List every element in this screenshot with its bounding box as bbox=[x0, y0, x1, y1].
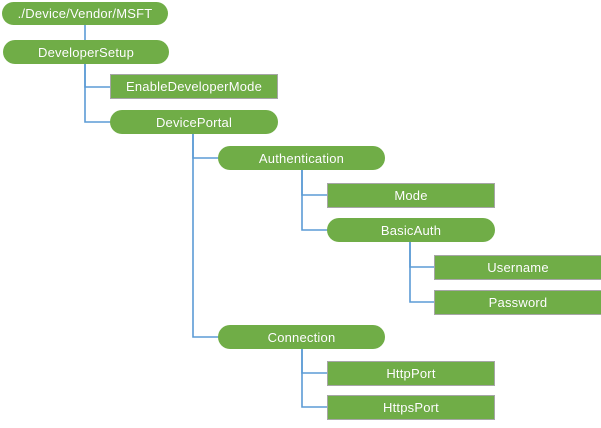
connector-authentication-to-mode bbox=[301, 169, 328, 196]
node-connection[interactable]: Connection bbox=[218, 325, 385, 349]
node-label-connection: Connection bbox=[267, 329, 336, 345]
node-authentication[interactable]: Authentication bbox=[218, 146, 385, 170]
connector-authentication-to-basicauth bbox=[301, 169, 328, 231]
connector-deviceportal-to-connection bbox=[192, 133, 219, 338]
node-label-authentication: Authentication bbox=[258, 150, 345, 166]
node-password[interactable]: Password bbox=[434, 290, 601, 315]
node-username[interactable]: Username bbox=[434, 255, 601, 280]
node-label-password: Password bbox=[488, 295, 548, 310]
node-label-mode: Mode bbox=[394, 188, 428, 203]
node-label-httpsport: HttpsPort bbox=[383, 400, 439, 415]
node-label-httpport: HttpPort bbox=[386, 366, 436, 381]
node-httpsport[interactable]: HttpsPort bbox=[327, 395, 495, 420]
node-label-root: ./Device/Vendor/MSFT bbox=[17, 6, 153, 21]
connector-deviceportal-to-authentication bbox=[192, 133, 219, 159]
node-label-deviceportal: DevicePortal bbox=[155, 114, 233, 130]
node-developersetup[interactable]: DeveloperSetup bbox=[3, 40, 169, 64]
node-enabledevelopermode[interactable]: EnableDeveloperMode bbox=[110, 74, 278, 99]
node-label-enabledevelopermode: EnableDeveloperMode bbox=[125, 79, 263, 94]
node-basicauth[interactable]: BasicAuth bbox=[327, 218, 495, 242]
node-mode[interactable]: Mode bbox=[327, 183, 495, 208]
node-deviceportal[interactable]: DevicePortal bbox=[110, 110, 278, 134]
node-label-developersetup: DeveloperSetup bbox=[37, 44, 135, 60]
connector-basicauth-to-username bbox=[409, 241, 435, 268]
node-httpport[interactable]: HttpPort bbox=[327, 361, 495, 386]
connector-connection-to-httpsport bbox=[301, 348, 328, 408]
connector-basicauth-to-password bbox=[409, 241, 435, 303]
connector-developersetup-to-enabledevelopermode bbox=[84, 63, 111, 88]
connector-connection-to-httpport bbox=[301, 348, 328, 374]
connector-developersetup-to-deviceportal bbox=[84, 63, 111, 123]
node-label-basicauth: BasicAuth bbox=[380, 222, 442, 238]
node-root[interactable]: ./Device/Vendor/MSFT bbox=[2, 2, 168, 25]
node-label-username: Username bbox=[487, 260, 549, 275]
